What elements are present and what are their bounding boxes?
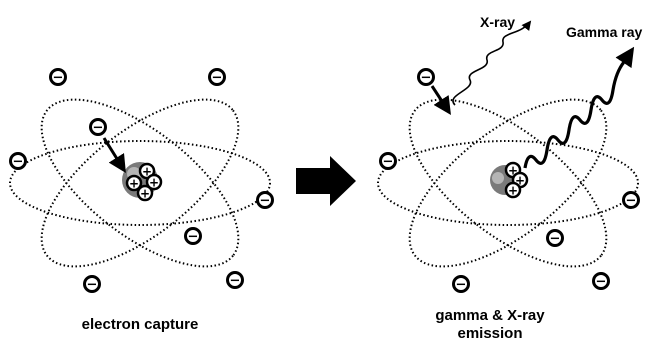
nucleus-right: + + +: [490, 161, 529, 199]
orbit-tilted-a: [40, 98, 240, 268]
caption-emission: gamma & X-ray emission: [395, 307, 585, 343]
proton-sign: +: [129, 177, 139, 191]
orbit-tilted-b: [40, 98, 240, 268]
electron: −: [208, 68, 226, 86]
electron: −: [9, 152, 27, 170]
electron: −: [546, 229, 564, 247]
electron-sign: −: [421, 71, 432, 86]
electron-sign: −: [230, 274, 241, 289]
orbit-group-left: [9, 98, 271, 268]
electron: −: [83, 275, 101, 293]
capture-arrow: [102, 137, 126, 174]
xray-label: X-ray: [480, 14, 516, 30]
caption-electron-capture: electron capture: [81, 316, 199, 333]
atom-after-capture: + + + − − −: [377, 20, 640, 293]
electron: −: [89, 118, 107, 136]
electron-sign: −: [260, 194, 271, 209]
proton: +: [504, 181, 522, 199]
proton: +: [145, 173, 163, 191]
electron: −: [417, 68, 435, 86]
electron-sign: −: [53, 71, 64, 86]
electron-sign: −: [550, 232, 561, 247]
proton-sign: +: [508, 164, 518, 178]
electron-sign: −: [87, 278, 98, 293]
proton-sign: +: [515, 174, 525, 188]
electron-sign: −: [596, 275, 607, 290]
proton: +: [136, 184, 154, 202]
xray-wave: [452, 20, 532, 106]
electron: −: [226, 271, 244, 289]
electron: −: [452, 275, 470, 293]
electron: −: [49, 68, 67, 86]
transition-arrow: [296, 156, 356, 206]
electron: −: [622, 191, 640, 209]
atom-before-capture: + + + + − −: [9, 68, 274, 293]
electron: −: [184, 227, 202, 245]
electron: −: [592, 272, 610, 290]
orbit-tilted-b: [408, 98, 608, 268]
electron: −: [256, 191, 274, 209]
electrons-right: − − − − − −: [379, 68, 640, 293]
electron-sign: −: [13, 155, 24, 170]
proton: +: [125, 174, 143, 192]
proton-sign: +: [149, 176, 159, 190]
electron: −: [379, 152, 397, 170]
electron-sign: −: [188, 230, 199, 245]
caption-emission-line2: emission: [457, 325, 523, 342]
orbit-horizontal: [377, 140, 639, 226]
gamma-ray-wave: [523, 46, 635, 169]
electron-sign: −: [383, 155, 394, 170]
proton-sign: +: [142, 165, 152, 179]
nucleus-left: + + + +: [122, 162, 163, 202]
proton-sign: +: [140, 187, 150, 201]
electrons-left: − − − − − − −: [9, 68, 274, 293]
gamma-ray-label: Gamma ray: [566, 24, 643, 40]
electron-sign: −: [626, 194, 637, 209]
orbit-horizontal: [9, 140, 271, 226]
electron-sign: −: [456, 278, 467, 293]
electron-sign: −: [93, 121, 104, 136]
caption-emission-line1: gamma & X-ray: [435, 307, 545, 324]
vacancy-fill-arrow: [430, 85, 451, 116]
electron-sign: −: [212, 71, 223, 86]
proton-sign: +: [508, 184, 518, 198]
